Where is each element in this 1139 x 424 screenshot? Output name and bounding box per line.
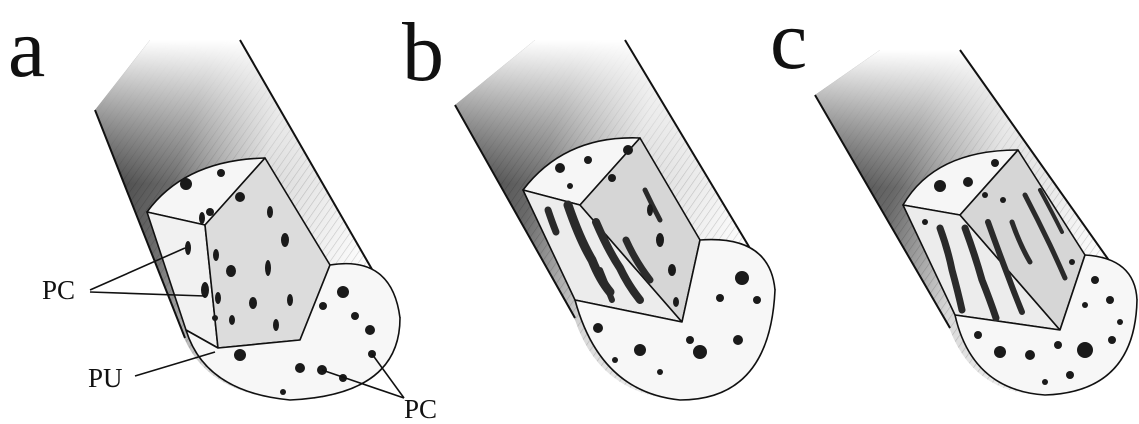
panel-b: b [402,6,775,400]
panel-a-letter: a [8,2,45,95]
svg-text:PC: PC [42,275,75,305]
panel-c-letter: c [770,0,807,87]
pu-callout: PU [88,352,215,393]
svg-text:PC: PC [404,394,437,424]
svg-text:PU: PU [88,363,123,393]
panel-a: a PC [8,2,437,424]
panel-b-letter: b [402,6,444,99]
panel-c: c [770,0,1137,395]
